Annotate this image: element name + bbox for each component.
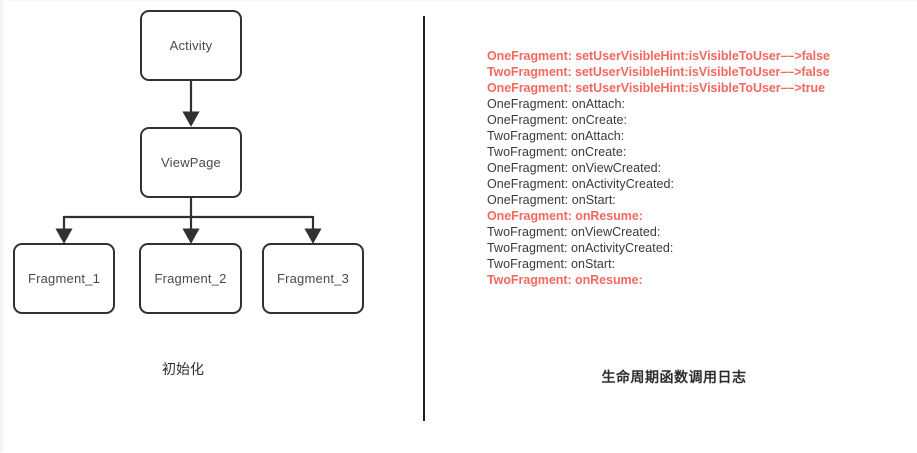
log-line: OneFragment: onResume: xyxy=(487,209,643,223)
node-fragment-3: Fragment_3 xyxy=(262,243,364,314)
log-line: TwoFragment: onResume: xyxy=(487,273,643,287)
log-line: OneFragment: setUserVisibleHint:isVisibl… xyxy=(487,81,826,95)
log-line: OneFragment: onAttach: xyxy=(487,97,625,111)
lifecycle-log-caption: 生命周期函数调用日志 xyxy=(601,369,747,385)
log-line: OneFragment: onViewCreated: xyxy=(487,161,662,175)
lifecycle-log-panel: OneFragment: setUserVisibleHint:isVisibl… xyxy=(424,1,917,453)
log-line: OneFragment: setUserVisibleHint:isVisibl… xyxy=(487,49,830,63)
node-activity-label: Activity xyxy=(169,38,213,53)
log-line: OneFragment: onActivityCreated: xyxy=(487,177,675,191)
initialization-diagram-panel: Activity ViewPage Fragment_1 Fragment_2 … xyxy=(3,1,424,453)
node-viewpage: ViewPage xyxy=(140,127,242,198)
panel-divider xyxy=(423,16,425,421)
log-line: TwoFragment: onViewCreated: xyxy=(487,225,661,239)
node-fragment-1-label: Fragment_1 xyxy=(27,271,101,286)
node-fragment-1: Fragment_1 xyxy=(13,243,115,314)
node-viewpage-label: ViewPage xyxy=(161,155,221,170)
log-line: TwoFragment: setUserVisibleHint:isVisibl… xyxy=(487,65,830,79)
node-fragment-2-label: Fragment_2 xyxy=(154,271,227,286)
node-activity: Activity xyxy=(140,10,242,81)
log-line: TwoFragment: onStart: xyxy=(487,257,616,271)
node-fragment-2: Fragment_2 xyxy=(139,243,242,314)
log-line: TwoFragment: onActivityCreated: xyxy=(487,241,674,255)
log-line: OneFragment: onStart: xyxy=(487,193,616,207)
log-line: TwoFragment: onAttach: xyxy=(487,129,625,143)
node-fragment-3-label: Fragment_3 xyxy=(276,271,350,286)
initialization-caption: 初始化 xyxy=(162,361,204,377)
log-line: TwoFragment: onCreate: xyxy=(487,145,627,159)
log-line: OneFragment: onCreate: xyxy=(487,113,628,127)
log-line-list: OneFragment: setUserVisibleHint:isVisibl… xyxy=(487,48,907,288)
